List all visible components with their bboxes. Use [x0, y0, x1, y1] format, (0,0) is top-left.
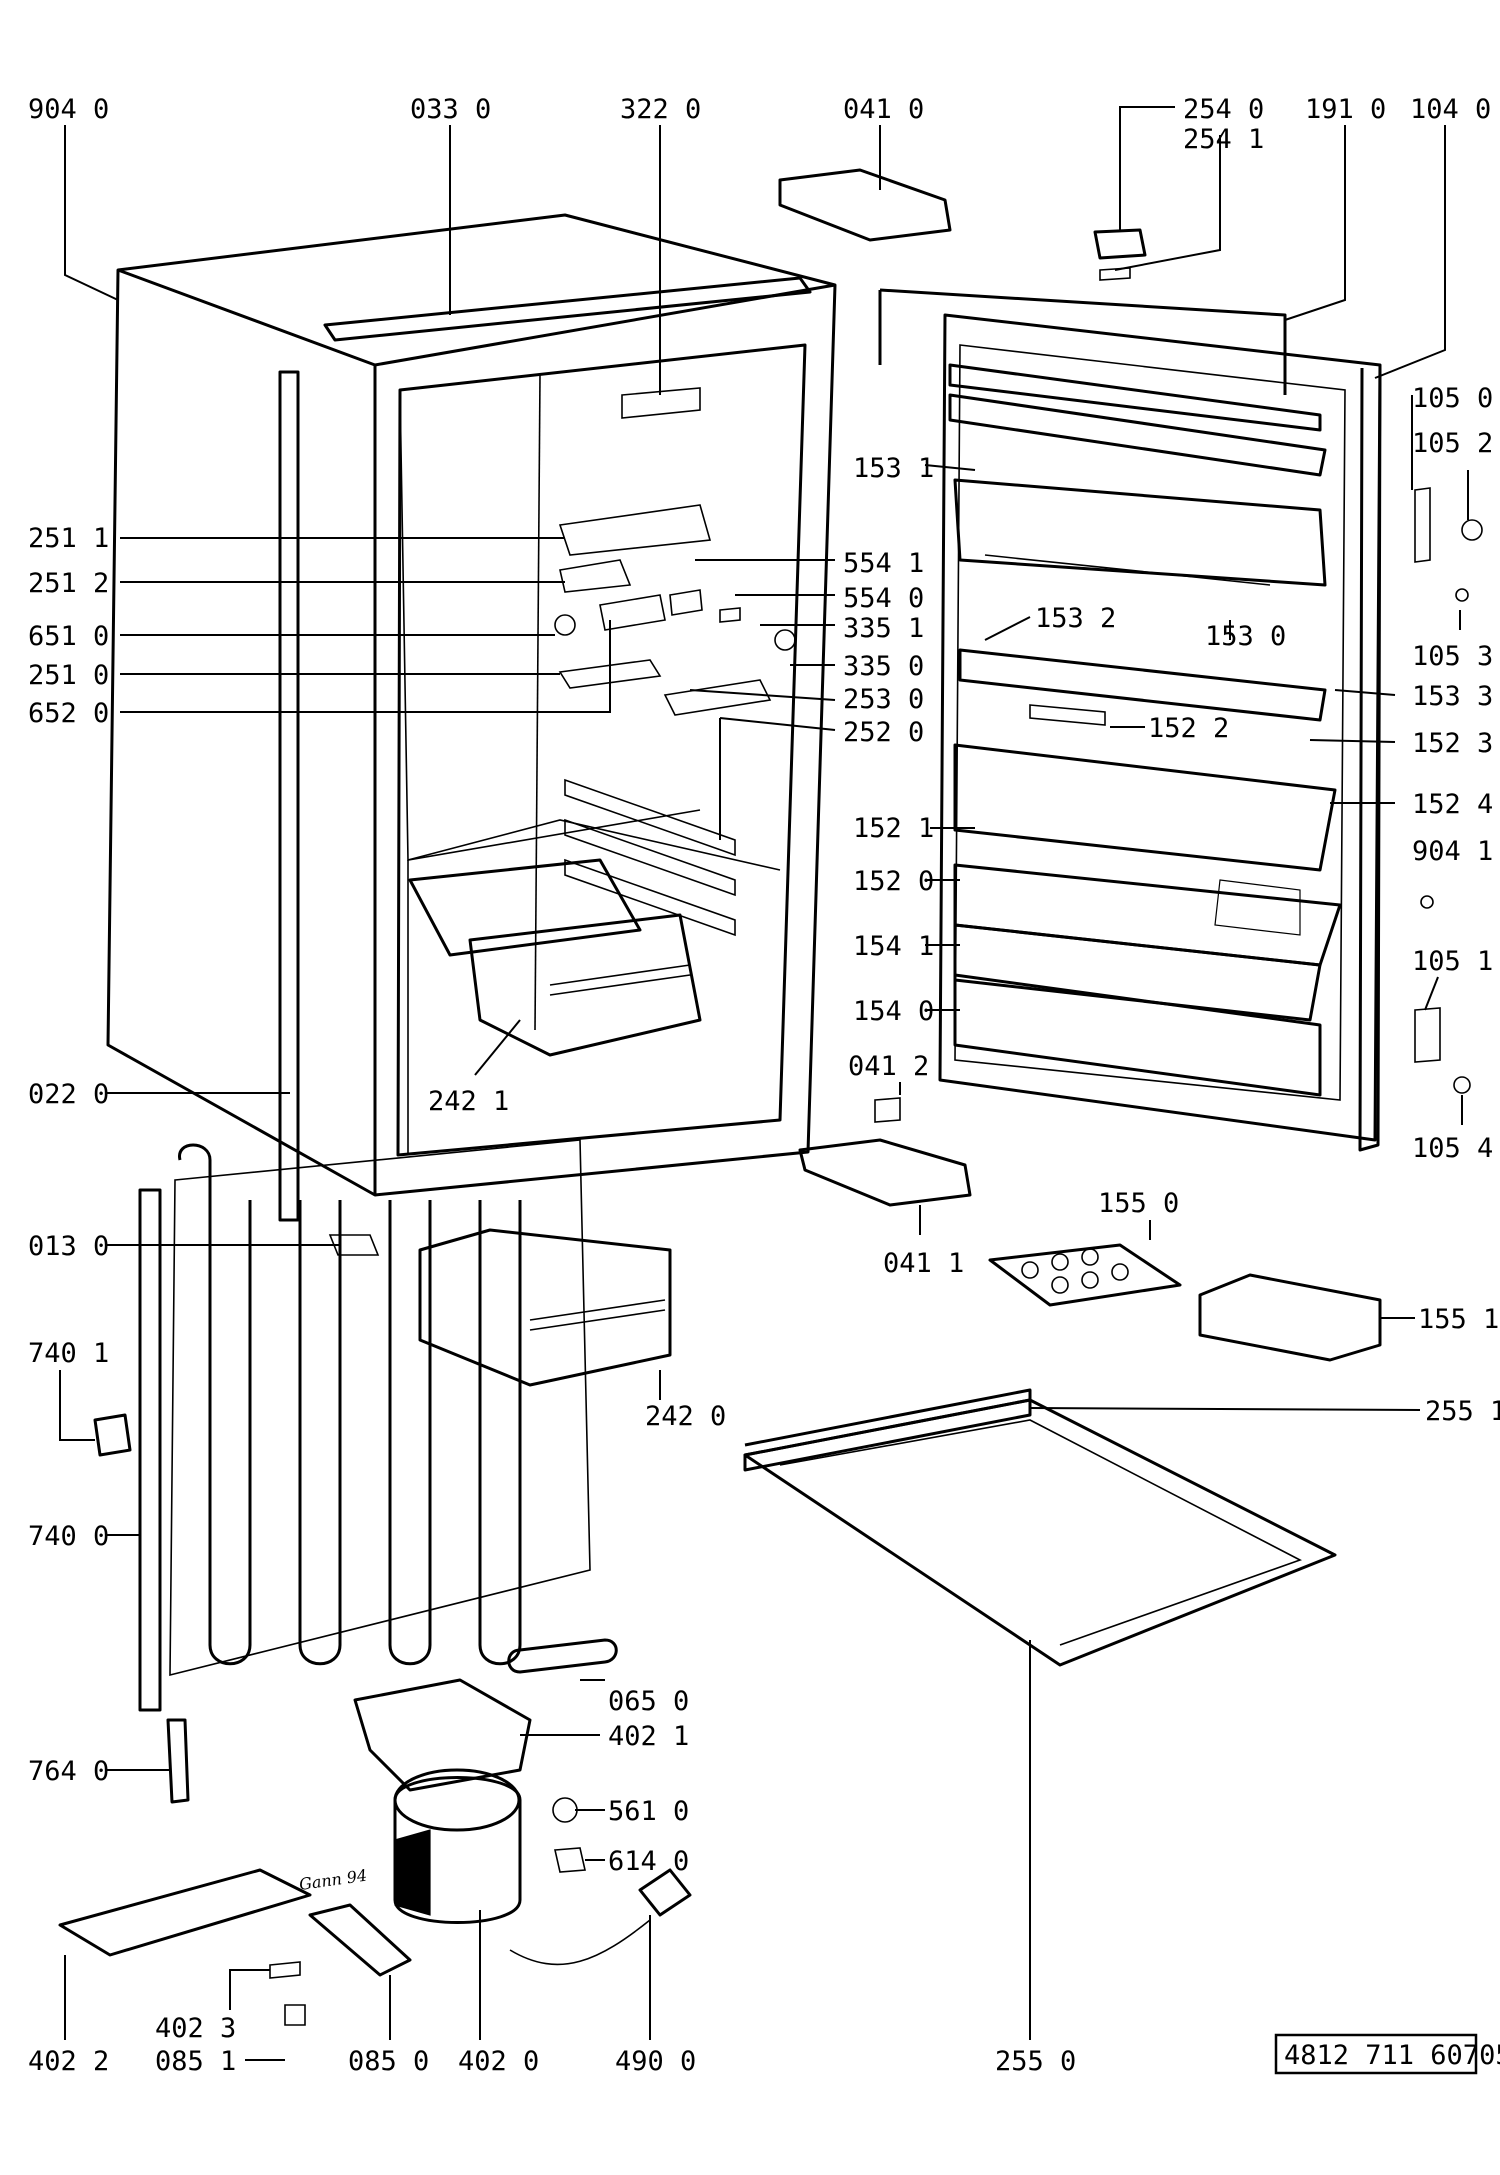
label-561-0: 561 0 — [608, 1796, 689, 1827]
label-105-1: 105 1 — [1412, 946, 1493, 977]
label-191-0: 191 0 — [1305, 94, 1386, 125]
label-764-0: 764 0 — [28, 1756, 109, 1787]
part-labels: 904 0 033 0 322 0 041 0 254 0 254 1 191 … — [28, 94, 1500, 2077]
label-013-0: 013 0 — [28, 1231, 109, 1262]
accessories: Gann 94 — [58, 1139, 1382, 2026]
cabinet-body — [106, 213, 837, 1222]
label-152-3: 152 3 — [1412, 728, 1493, 759]
label-155-0: 155 0 — [1098, 1188, 1179, 1219]
label-251-1: 251 1 — [28, 523, 109, 554]
label-740-0: 740 0 — [28, 1521, 109, 1552]
label-152-2: 152 2 — [1148, 713, 1229, 744]
label-033-0: 033 0 — [410, 94, 491, 125]
label-554-0: 554 0 — [843, 583, 924, 614]
label-041-1: 041 1 — [883, 1248, 964, 1279]
label-105-4: 105 4 — [1412, 1133, 1493, 1164]
label-402-3: 402 3 — [155, 2013, 236, 2044]
label-904-0: 904 0 — [28, 94, 109, 125]
label-242-0: 242 0 — [645, 1401, 726, 1432]
label-490-0: 490 0 — [615, 2046, 696, 2077]
label-154-1: 154 1 — [853, 931, 934, 962]
label-335-0: 335 0 — [843, 651, 924, 682]
label-104-0: 104 0 — [1410, 94, 1491, 125]
label-065-0: 065 0 — [608, 1686, 689, 1717]
label-085-1: 085 1 — [155, 2046, 236, 2077]
label-252-0: 252 0 — [843, 717, 924, 748]
label-554-1: 554 1 — [843, 548, 924, 579]
label-904-1: 904 1 — [1412, 836, 1493, 867]
label-153-0: 153 0 — [1205, 621, 1286, 652]
label-254-0: 254 0 — [1183, 94, 1264, 125]
label-022-0: 022 0 — [28, 1079, 109, 1110]
label-251-0: 251 0 — [28, 660, 109, 691]
label-041-0: 041 0 — [843, 94, 924, 125]
label-153-2: 153 2 — [1035, 603, 1116, 634]
label-402-2: 402 2 — [28, 2046, 109, 2077]
label-154-0: 154 0 — [853, 996, 934, 1027]
document-number: 4812 711 60705 — [1284, 2040, 1500, 2071]
label-335-1: 335 1 — [843, 613, 924, 644]
label-255-0: 255 0 — [995, 2046, 1076, 2077]
label-105-2: 105 2 — [1412, 428, 1493, 459]
label-152-1: 152 1 — [853, 813, 934, 844]
label-651-0: 651 0 — [28, 621, 109, 652]
label-402-0: 402 0 — [458, 2046, 539, 2077]
label-153-3: 153 3 — [1412, 681, 1493, 712]
label-041-2: 041 2 — [848, 1051, 929, 1082]
label-254-1: 254 1 — [1183, 124, 1264, 155]
label-105-0: 105 0 — [1412, 383, 1493, 414]
label-155-1: 155 1 — [1418, 1304, 1499, 1335]
label-153-1: 153 1 — [853, 453, 934, 484]
label-242-1: 242 1 — [428, 1086, 509, 1117]
label-251-2: 251 2 — [28, 568, 109, 599]
label-322-0: 322 0 — [620, 94, 701, 125]
label-085-0: 085 0 — [348, 2046, 429, 2077]
label-105-3: 105 3 — [1412, 641, 1493, 672]
document-number-box: 4812 711 60705 — [1274, 2033, 1500, 2075]
handwritten-note: Gann 94 — [298, 1866, 368, 1894]
label-740-1: 740 1 — [28, 1338, 109, 1369]
label-152-4: 152 4 — [1412, 789, 1493, 820]
label-402-1: 402 1 — [608, 1721, 689, 1752]
label-614-0: 614 0 — [608, 1846, 689, 1877]
label-652-0: 652 0 — [28, 698, 109, 729]
label-152-0: 152 0 — [853, 866, 934, 897]
label-253-0: 253 0 — [843, 684, 924, 715]
door-assembly — [778, 168, 1483, 1207]
label-255-1: 255 1 — [1425, 1396, 1500, 1427]
leader-lines — [59, 106, 1469, 2061]
